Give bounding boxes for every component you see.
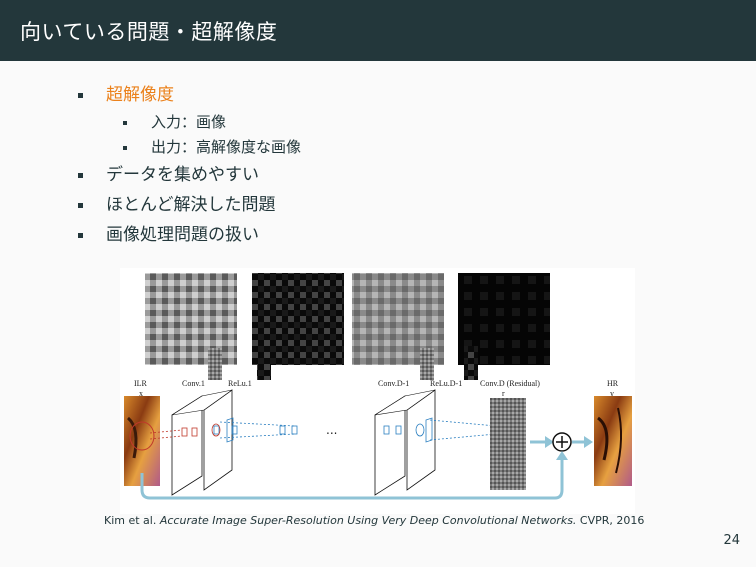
residual-image xyxy=(490,398,526,490)
conv-layer-block-2 xyxy=(374,389,436,496)
caption-authors: Kim et al. xyxy=(104,514,157,527)
conv-layer-block-1 xyxy=(171,389,233,496)
feature-thumb-1 xyxy=(208,348,222,380)
bullet-input: 入力：画像 xyxy=(123,110,301,135)
bullet-mostly-solved: ほとんど解決した問題 xyxy=(78,190,301,220)
feature-thumb-2 xyxy=(257,348,271,380)
label-conv1: Conv.1 xyxy=(182,379,205,388)
caption-paper-title: Accurate Image Super-Resolution Using Ve… xyxy=(159,514,577,527)
page-number: 24 xyxy=(723,533,740,548)
filter-cubes-red xyxy=(149,427,198,440)
bullet-list: 超解像度 入力：画像 出力：高解像度な画像 データを集めやすい ほとんど解決した… xyxy=(78,80,301,250)
feature-thumb-4 xyxy=(464,346,478,380)
filter-cubes-blue xyxy=(211,417,298,443)
filter-vis-conv1 xyxy=(145,273,237,365)
bullet-superres: 超解像度 xyxy=(78,80,301,110)
bullet-easy-data: データを集めやすい xyxy=(78,160,301,190)
label-hr: HR xyxy=(607,379,619,388)
label-ilr: ILR xyxy=(134,379,148,388)
label-y: y xyxy=(610,389,614,398)
feature-thumb-3 xyxy=(420,348,434,380)
network-diagram: ILR x Conv.1 ReLu.1 Conv.D-1 ReLu.D-1 Co… xyxy=(124,273,632,500)
arrow-to-adder xyxy=(545,436,554,448)
output-image-hr xyxy=(594,396,632,486)
title-bar: 向いている問題・超解像度 xyxy=(0,0,756,61)
bullet-output: 出力：高解像度な画像 xyxy=(123,135,301,160)
figure-caption: Kim et al. Accurate Image Super-Resoluti… xyxy=(104,514,644,527)
label-x: x xyxy=(139,389,143,398)
input-image-ilr xyxy=(124,396,160,486)
skip-connection-arrow xyxy=(140,458,564,500)
caption-venue: CVPR, 2016 xyxy=(579,514,645,527)
label-convd-residual: Conv.D (Residual) xyxy=(480,379,540,388)
label-relud1: ReLu.D-1 xyxy=(430,379,462,388)
input-receptive-field xyxy=(129,421,155,451)
layer-ellipsis: ... xyxy=(326,423,337,437)
bullet-image-processing: 画像処理問題の扱い xyxy=(78,220,301,250)
label-r: r xyxy=(502,389,505,398)
label-convd1: Conv.D-1 xyxy=(378,379,409,388)
label-relu1: ReLu.1 xyxy=(228,379,252,388)
arrow-to-output xyxy=(584,436,593,448)
vdsr-network-figure: ILR x Conv.1 ReLu.1 Conv.D-1 ReLu.D-1 Co… xyxy=(120,268,635,514)
slide-title: 向いている問題・超解像度 xyxy=(20,19,278,44)
